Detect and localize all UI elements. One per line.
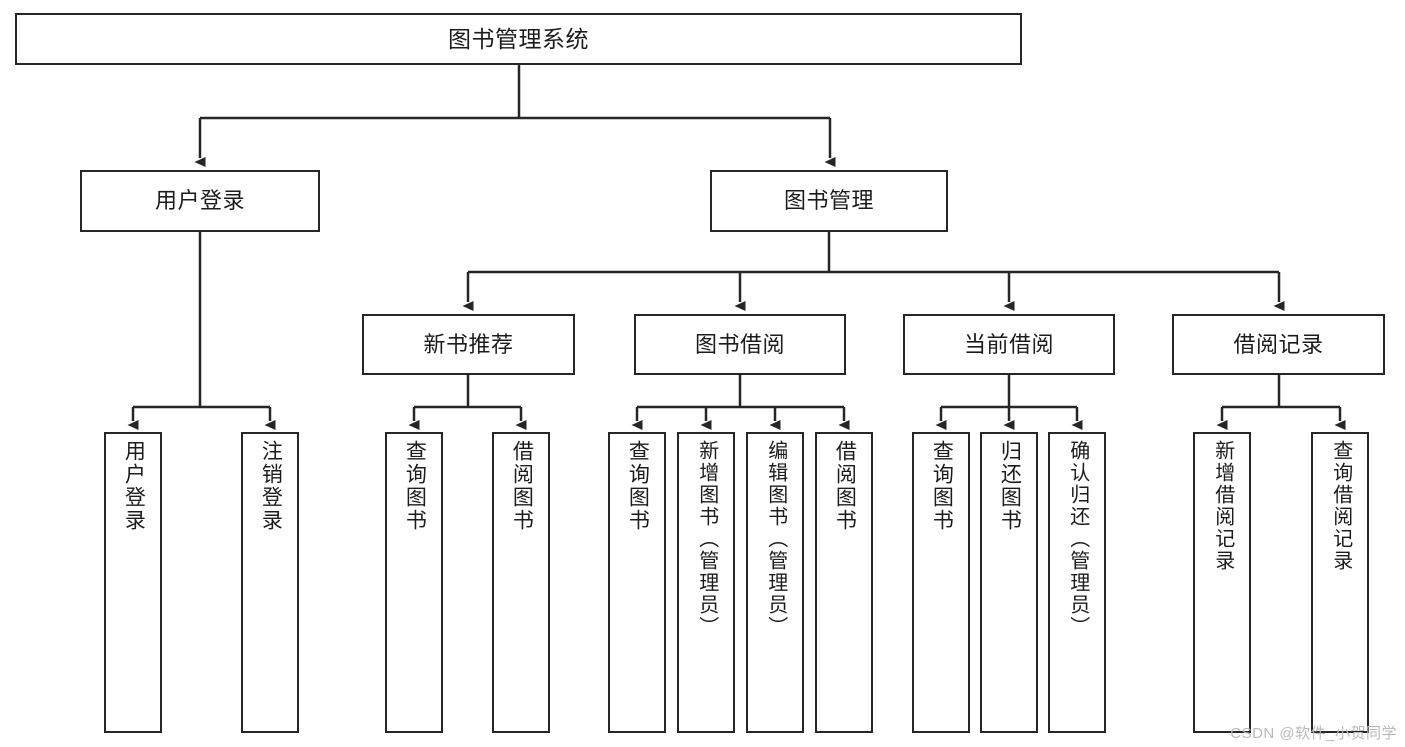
node-current-borrow-label: 当前借阅 xyxy=(963,331,1054,357)
leaf-new-book-borrow-label: 借阅图书 xyxy=(510,440,534,532)
leaf-new-book-query-label: 查询图书 xyxy=(403,440,427,532)
watermark: CSDN @软件_小贺同学 xyxy=(1230,725,1397,742)
node-book-borrow[interactable]: 图书借阅 xyxy=(634,314,846,375)
node-book-management-label: 图书管理 xyxy=(783,188,874,214)
leaf-book-borrow-edit[interactable]: 编辑图书（管理员） xyxy=(746,432,804,733)
leaf-book-borrow-query[interactable]: 查询图书 xyxy=(608,432,666,733)
leaf-current-borrow-confirm-label: 确认归还（管理员） xyxy=(1066,440,1089,638)
node-borrow-record-label: 借阅记录 xyxy=(1233,331,1324,357)
leaf-new-book-query[interactable]: 查询图书 xyxy=(385,432,443,733)
leaf-borrow-record-query-label: 查询借阅记录 xyxy=(1329,440,1352,572)
leaf-user-login-signout[interactable]: 注销登录 xyxy=(241,432,299,733)
node-root[interactable]: 图书管理系统 xyxy=(15,13,1022,65)
leaf-current-borrow-return[interactable]: 归还图书 xyxy=(980,432,1038,733)
leaf-user-login-signout-label: 注销登录 xyxy=(259,440,283,532)
leaf-borrow-record-add-label: 新增借阅记录 xyxy=(1211,440,1234,572)
node-book-management[interactable]: 图书管理 xyxy=(710,170,948,232)
node-root-label: 图书管理系统 xyxy=(448,25,589,52)
leaf-user-login-signin-label: 用户登录 xyxy=(122,440,146,532)
node-new-book-recommend-label: 新书推荐 xyxy=(423,331,514,357)
leaf-current-borrow-confirm[interactable]: 确认归还（管理员） xyxy=(1048,432,1106,733)
leaf-user-login-signin[interactable]: 用户登录 xyxy=(104,432,162,733)
node-new-book-recommend[interactable]: 新书推荐 xyxy=(362,314,575,375)
leaf-book-borrow-lend[interactable]: 借阅图书 xyxy=(815,432,873,733)
node-borrow-record[interactable]: 借阅记录 xyxy=(1172,314,1385,375)
node-user-login[interactable]: 用户登录 xyxy=(80,170,320,232)
leaf-borrow-record-query[interactable]: 查询借阅记录 xyxy=(1311,432,1369,733)
leaf-book-borrow-query-label: 查询图书 xyxy=(626,440,650,532)
node-user-login-label: 用户登录 xyxy=(154,188,245,214)
leaf-current-borrow-query-label: 查询图书 xyxy=(930,440,954,532)
leaf-new-book-borrow[interactable]: 借阅图书 xyxy=(492,432,550,733)
leaf-borrow-record-add[interactable]: 新增借阅记录 xyxy=(1193,432,1251,733)
node-current-borrow[interactable]: 当前借阅 xyxy=(903,314,1115,375)
leaf-book-borrow-add[interactable]: 新增图书（管理员） xyxy=(677,432,735,733)
leaf-book-borrow-add-label: 新增图书（管理员） xyxy=(695,440,718,638)
leaf-book-borrow-lend-label: 借阅图书 xyxy=(833,440,857,532)
leaf-book-borrow-edit-label: 编辑图书（管理员） xyxy=(764,440,787,638)
node-book-borrow-label: 图书借阅 xyxy=(694,331,785,357)
leaf-current-borrow-return-label: 归还图书 xyxy=(998,440,1022,532)
leaf-current-borrow-query[interactable]: 查询图书 xyxy=(912,432,970,733)
